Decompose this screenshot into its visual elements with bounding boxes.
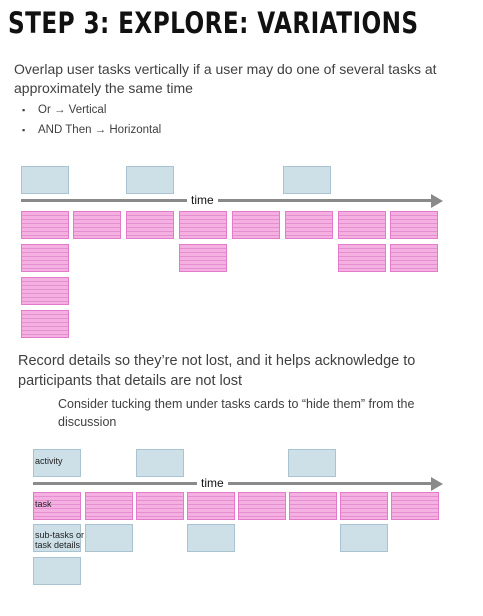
task-card [21,277,69,305]
activity-card [126,166,174,194]
details-text: Record details so they’re not lost, and … [18,353,416,389]
time-arrow-line [21,199,433,202]
intro-text: Overlap user tasks vertically if a user … [14,61,437,96]
time-label: time [197,476,228,490]
task-card [232,211,280,239]
bullet-or-vertical: Or → Vertical [22,100,161,120]
task-card [21,211,69,239]
task-card [187,492,235,520]
time-label: time [187,193,218,207]
activity-card [33,449,81,477]
task-card [289,492,337,520]
task-card [179,211,227,239]
task-card [285,211,333,239]
activity-card [288,449,336,477]
task-card [390,211,438,239]
task-card [126,211,174,239]
subtask-card [187,524,235,552]
time-arrow-head [431,194,443,208]
task-label: task [35,499,52,509]
task-card [338,211,386,239]
activity-card [21,166,69,194]
slide-title: STEP 3: EXPLORE: VARIATIONS [8,6,419,40]
task-card [21,244,69,272]
task-card [338,244,386,272]
subtask-card [33,557,81,585]
task-card [85,492,133,520]
task-card [340,492,388,520]
task-card [179,244,227,272]
bullet-list: Or → Vertical AND Then → Horizontal [22,100,161,140]
task-card [33,492,81,520]
task-card [238,492,286,520]
activity-label: activity [35,456,63,466]
task-card [136,492,184,520]
bullet-and-horizontal: AND Then → Horizontal [22,120,161,140]
subtask-card [85,524,133,552]
details-subtext: Consider tucking them under tasks cards … [58,397,415,429]
activity-card [283,166,331,194]
task-card [390,244,438,272]
task-card [391,492,439,520]
subtask-label: sub-tasks or task details [35,530,85,550]
time-arrow-head [431,477,443,491]
activity-card [136,449,184,477]
task-card [73,211,121,239]
task-card [21,310,69,338]
subtask-card [33,524,81,552]
subtask-card [340,524,388,552]
time-arrow-line [33,482,433,485]
